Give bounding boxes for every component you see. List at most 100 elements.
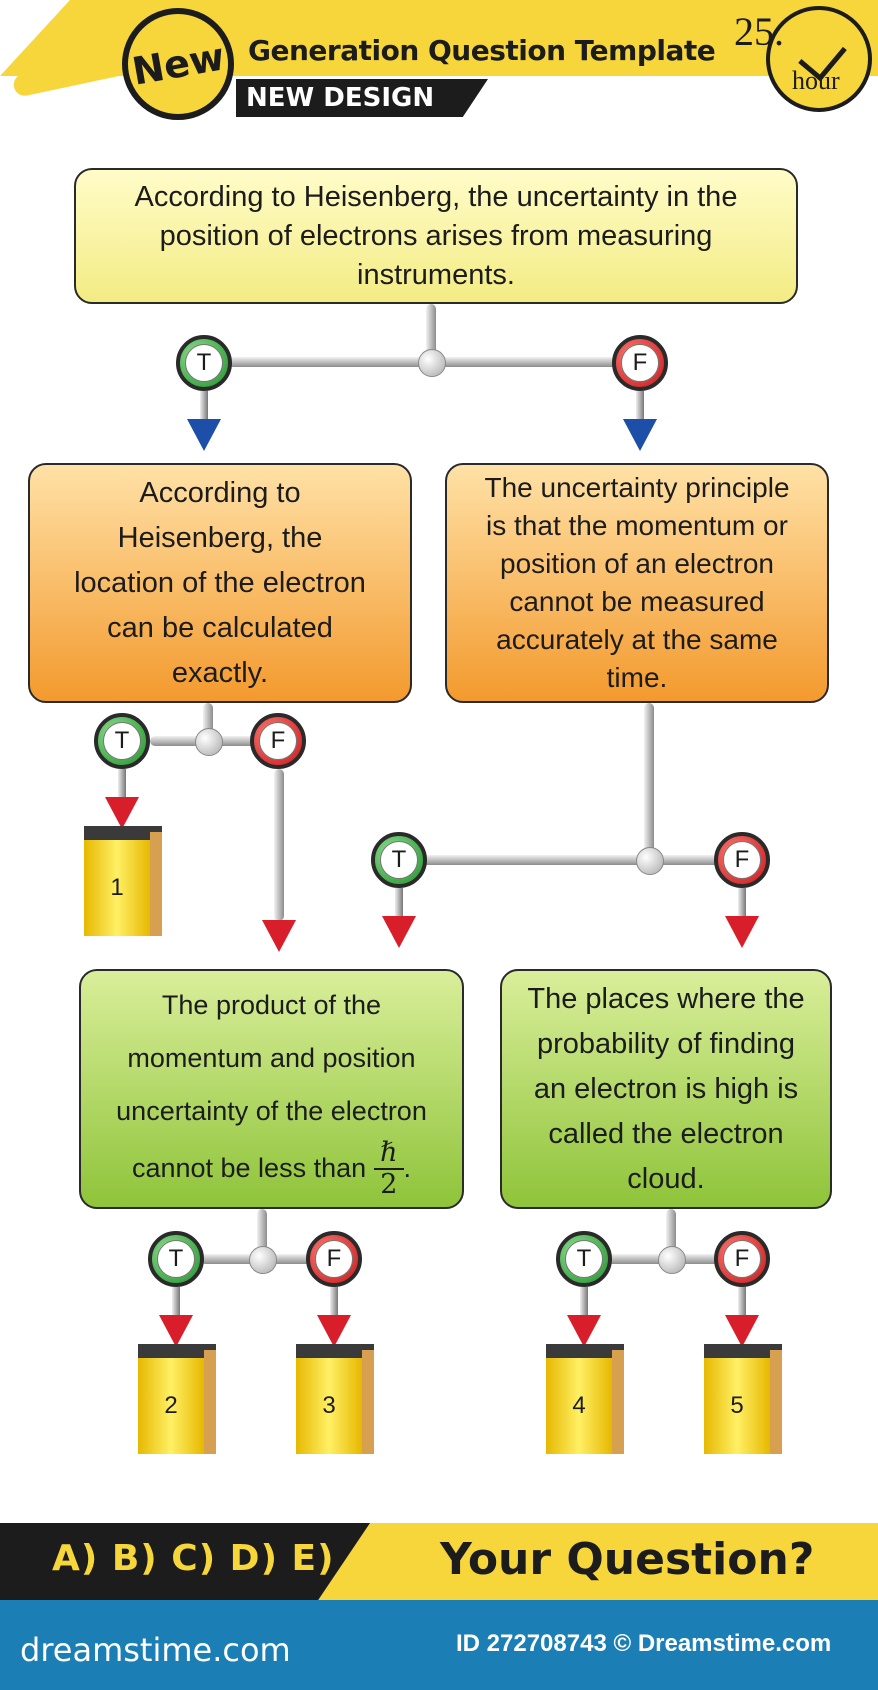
page-subtitle: NEW DESIGN [246, 83, 435, 113]
pipe-joint [418, 349, 446, 377]
pipe-joint [636, 847, 664, 875]
true-label: T [103, 722, 141, 760]
clock-number: 25. [734, 9, 784, 54]
down-arrow-icon [567, 1315, 601, 1347]
false-node: F [250, 713, 306, 769]
clock-icon [766, 6, 872, 112]
true-node: T [371, 832, 427, 888]
true-label: T [157, 1240, 195, 1278]
connector-pipe [203, 703, 213, 741]
false-label: F [315, 1240, 353, 1278]
statement-line: The product of the [161, 989, 382, 1020]
statement-line: cannot be less than [131, 1153, 367, 1183]
statement-line: Heisenberg, the [117, 521, 323, 554]
pipe-joint [249, 1246, 277, 1274]
connector-pipe [426, 304, 436, 362]
statement-line: cloud. [627, 1162, 705, 1195]
arrow-stem [395, 888, 403, 918]
pipe-joint [658, 1246, 686, 1274]
statement-line: location of the electron [74, 566, 366, 599]
statement-line: is that the momentum or [486, 510, 788, 541]
statement-line: According to Heisenberg, the uncertainty… [134, 180, 738, 213]
statement-line: uncertainty of the electron [116, 1095, 427, 1126]
root-statement-text: According to Heisenberg, the uncertainty… [135, 178, 738, 295]
bottom-left-statement-box: The product of the momentum and position… [79, 969, 464, 1209]
question-prompt: Your Question? [440, 1534, 815, 1585]
arrow-stem [636, 391, 644, 421]
statement-line: The places where the [527, 982, 805, 1015]
outcome-number: 4 [572, 1392, 586, 1419]
false-node: F [714, 1231, 770, 1287]
arrow-stem [200, 391, 208, 421]
subtitle-bar [236, 79, 488, 117]
statement-line: position of an electron [500, 548, 774, 579]
true-node: T [176, 335, 232, 391]
false-node: F [612, 335, 668, 391]
arrow-stem [738, 1287, 746, 1317]
left-statement-text: According to Heisenberg, the location of… [74, 471, 366, 696]
pipe-joint [195, 728, 223, 756]
arrow-stem [118, 769, 126, 799]
outcome-number: 3 [322, 1392, 336, 1419]
fraction-suffix: . [403, 1153, 412, 1183]
connector-pipe [420, 855, 732, 865]
footer-bar [0, 1600, 878, 1690]
true-node: T [148, 1231, 204, 1287]
left-statement-box: According to Heisenberg, the location of… [28, 463, 412, 703]
fraction-denominator: 2 [380, 1168, 398, 1200]
fraction: ℏ 2 [374, 1137, 404, 1200]
outcome-block: 2 [138, 1344, 216, 1454]
header-notch [0, 0, 70, 76]
down-arrow-icon [725, 1315, 759, 1347]
down-arrow-icon [623, 419, 657, 451]
page-title: Generation Question Template [248, 34, 716, 67]
statement-line: exactly. [171, 656, 269, 689]
statement-line-with-fraction: cannot be less than ℏ 2 . [116, 1137, 427, 1200]
statement-line: According to [139, 476, 301, 509]
true-label: T [380, 841, 418, 879]
answer-options-panel [0, 1523, 370, 1600]
down-arrow-icon [382, 916, 416, 948]
false-label: F [259, 722, 297, 760]
bottom-left-statement-text: The product of the momentum and position… [116, 979, 427, 1200]
outcome-block: 3 [296, 1344, 374, 1454]
footer-id: ID 272708743 © Dreamstime.com [456, 1630, 832, 1657]
down-arrow-icon [317, 1315, 351, 1347]
statement-line: The uncertainty principle [484, 472, 790, 503]
connector-pipe [666, 1209, 676, 1259]
root-statement-box: According to Heisenberg, the uncertainty… [74, 168, 798, 304]
arrow-stem [738, 888, 746, 918]
statement-line: probability of finding [537, 1027, 795, 1060]
connector-pipe [257, 1209, 267, 1259]
fraction-numerator: ℏ [374, 1137, 404, 1170]
outcome-block: 5 [704, 1344, 782, 1454]
outcome-number: 1 [110, 874, 124, 901]
down-arrow-icon [187, 419, 221, 451]
statement-line: instruments. [357, 258, 515, 291]
true-label: T [185, 344, 223, 382]
down-arrow-icon [105, 797, 139, 829]
false-node: F [714, 832, 770, 888]
bottom-right-statement-text: The places where the probability of find… [527, 977, 804, 1202]
statement-line: called the electron [548, 1117, 784, 1150]
down-arrow-icon [262, 920, 296, 952]
answer-options: A) B) C) D) E) [52, 1538, 335, 1579]
true-label: T [565, 1240, 603, 1278]
connector-pipe [644, 703, 654, 861]
connector-pipe [274, 769, 284, 921]
false-node: F [306, 1231, 362, 1287]
outcome-number: 5 [730, 1392, 744, 1419]
new-badge: New [122, 8, 234, 120]
arrow-stem [330, 1287, 338, 1317]
statement-line: accurately at the same [496, 624, 778, 655]
down-arrow-icon [725, 916, 759, 948]
statement-line: can be calculated [107, 611, 333, 644]
statement-line: cannot be measured [509, 586, 765, 617]
true-node: T [94, 713, 150, 769]
badge-label: New [128, 34, 228, 94]
false-label: F [723, 841, 761, 879]
outcome-number: 2 [164, 1392, 178, 1419]
right-statement-box: The uncertainty principle is that the mo… [445, 463, 829, 703]
false-label: F [723, 1240, 761, 1278]
arrow-stem [172, 1287, 180, 1317]
